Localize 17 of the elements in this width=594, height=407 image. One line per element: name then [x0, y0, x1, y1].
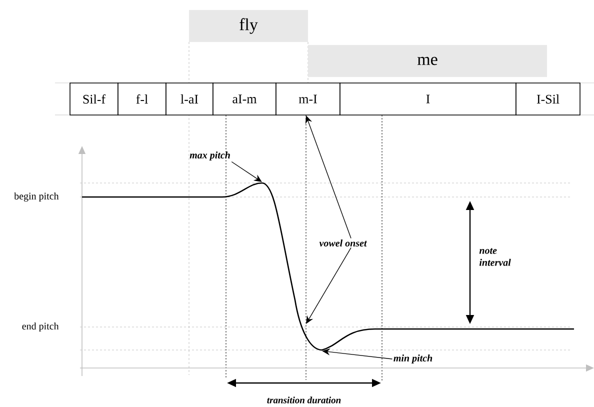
- annotation-text: min pitch: [394, 354, 432, 364]
- phone-box: m-I: [276, 82, 340, 116]
- dimension-label: transition duration: [267, 396, 341, 404]
- phone-box: l-aI: [166, 82, 214, 116]
- leader-line: [306, 247, 352, 324]
- phone-box: I-Sil: [516, 82, 580, 116]
- annotation-text: max pitch: [190, 151, 230, 161]
- phone-box: f-l: [118, 82, 166, 116]
- axis-label: begin pitch: [14, 192, 59, 202]
- phone-box: Sil-f: [70, 82, 118, 116]
- dimension-label: note interval: [479, 248, 511, 266]
- phone-box: aI-m: [212, 82, 276, 116]
- leader-line: [231, 161, 262, 182]
- word-band: me: [308, 45, 547, 77]
- annotation-text: vowel onset: [319, 239, 367, 247]
- word-band: fly: [189, 10, 308, 42]
- axis-label: end pitch: [22, 322, 59, 332]
